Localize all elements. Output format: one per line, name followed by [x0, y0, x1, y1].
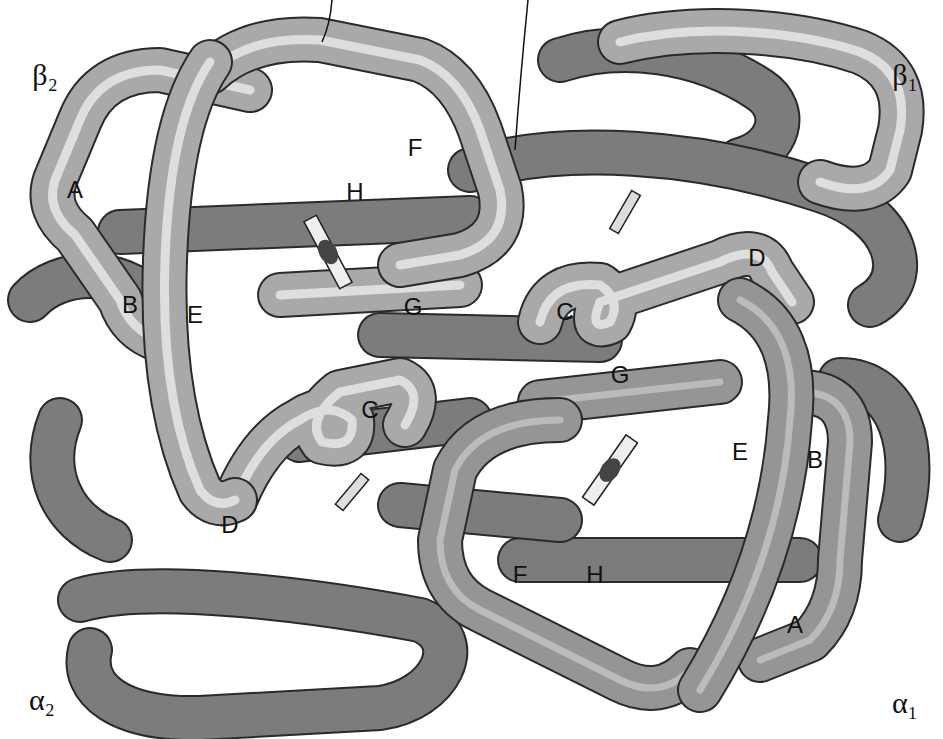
helix-label: A — [67, 178, 83, 202]
helix-label: D — [221, 513, 238, 537]
helix-label: A — [787, 613, 803, 637]
axis-lines — [322, 0, 528, 150]
label-holder: H — [346, 180, 363, 204]
helix-label: H — [586, 563, 603, 587]
label-holder: B — [122, 293, 138, 317]
label-holder: A — [67, 178, 83, 202]
helix-label: B — [807, 448, 823, 472]
helix-label: D — [748, 246, 765, 270]
label-holder: C — [361, 398, 378, 422]
helix-label: C — [361, 398, 378, 422]
alpha1-chain — [440, 300, 850, 690]
label-holder: β₁ — [892, 60, 918, 90]
label-holder: G — [404, 295, 423, 319]
subunit-label: α₁ — [892, 688, 918, 718]
label-holder: E — [732, 440, 748, 464]
label-holder: β₂ — [32, 60, 58, 90]
subunit-label: β₂ — [32, 60, 58, 90]
heme-groups — [302, 214, 639, 506]
label-holder: B — [807, 448, 823, 472]
label-holder: C — [556, 300, 573, 324]
subunit-label: β₁ — [892, 60, 918, 90]
helix-label: E — [732, 440, 748, 464]
label-holder: α₂ — [29, 685, 55, 715]
label-holder: G — [611, 363, 630, 387]
beta2-chain — [53, 39, 502, 503]
label-holder: A — [787, 613, 803, 637]
beta1-chain — [540, 31, 902, 324]
helix-label: E — [187, 303, 203, 327]
label-holder: E — [187, 303, 203, 327]
subunit-label: α₂ — [29, 685, 55, 715]
label-holder: F — [408, 136, 423, 160]
helix-label: F — [408, 136, 423, 160]
helix-label: C — [556, 300, 573, 324]
helix-label: G — [611, 363, 630, 387]
label-holder: α₁ — [892, 688, 918, 718]
label-holder: H — [586, 563, 603, 587]
label-holder: F — [513, 563, 528, 587]
label-holder: D — [221, 513, 238, 537]
helix-label: F — [513, 563, 528, 587]
helix-label: B — [122, 293, 138, 317]
helix-label: H — [346, 180, 363, 204]
label-holder: D — [748, 246, 765, 270]
helix-label: G — [404, 295, 423, 319]
